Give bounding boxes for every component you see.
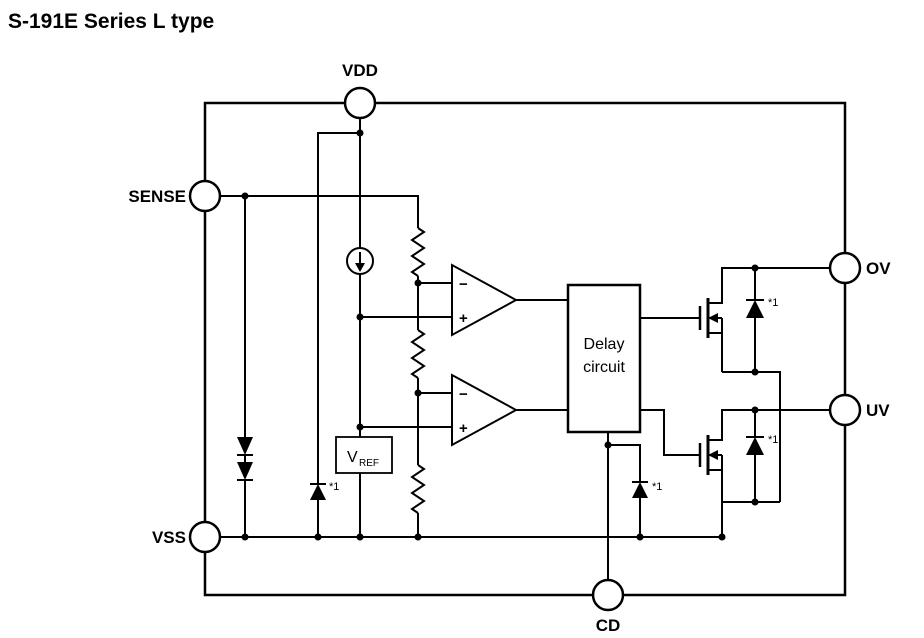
pin-vss-circle: [188, 520, 222, 554]
junction-dot: [314, 533, 322, 541]
junction-dot: [751, 264, 759, 272]
pin-vdd-circle: [343, 86, 377, 120]
pin-sense: SENSE: [128, 179, 222, 213]
resistor-top: [410, 227, 426, 277]
junction-dot: [414, 533, 422, 541]
body-diode-uv: *1: [746, 410, 778, 502]
junction-dot: [241, 533, 249, 541]
parasitic-note: *1: [329, 481, 339, 493]
diode-triangle: [310, 484, 326, 500]
vref-box: [335, 436, 393, 474]
junction-dot: [414, 389, 422, 397]
pin-uv-circle: [828, 393, 862, 427]
wire-ov-source-down: [722, 371, 781, 502]
pin-uv-label: UV: [866, 401, 890, 420]
parasitic-note: *1: [768, 297, 778, 309]
wire-cd-diode-branch: [608, 444, 641, 537]
diode-triangle: [746, 300, 764, 318]
pin-sense-circle: [188, 179, 222, 213]
junction-dot: [718, 533, 726, 541]
diode-triangle: [237, 437, 253, 455]
vref-block: V REF: [335, 436, 393, 474]
junction-dot: [241, 192, 249, 200]
delay-circuit-block: Delay circuit: [566, 283, 642, 434]
diode-triangle: [746, 437, 764, 455]
pin-sense-label: SENSE: [128, 187, 186, 206]
mosfet-body-arrow: [708, 313, 718, 323]
minus-sign: −: [459, 386, 468, 403]
plus-sign: +: [459, 310, 468, 327]
diode-vdd-vss-parasitic: *1: [310, 481, 339, 500]
wire-vdd-vss-diode-branch: [317, 132, 360, 537]
body-diode-ov: *1: [746, 268, 778, 372]
wire-ov: [708, 267, 830, 304]
junction-dot: [751, 368, 759, 376]
diode-sense-clamp-2: [237, 462, 253, 481]
comparator-uv: − +: [451, 373, 519, 447]
ic-outline: [203, 101, 847, 597]
mosfet-uv: [698, 435, 723, 502]
comparator-triangle: [451, 263, 519, 337]
pin-uv: UV: [828, 393, 890, 427]
pin-cd: CD: [591, 578, 625, 635]
diode-cd-vss-parasitic: *1: [632, 481, 662, 498]
minus-sign: −: [459, 276, 468, 293]
junction-dot: [356, 313, 364, 321]
vref-label-sub: REF: [359, 458, 379, 469]
resistor-bottom: [410, 464, 426, 514]
mosfet-body-source: [708, 317, 723, 372]
junction-dot: [414, 279, 422, 287]
junction-dots: [241, 129, 759, 541]
delay-label-line1: Delay: [584, 336, 625, 353]
junction-dot: [751, 498, 759, 506]
junction-dot: [356, 423, 364, 431]
junction-dot: [356, 129, 364, 137]
pin-ov-label: OV: [866, 259, 891, 278]
pin-ov-circle: [828, 251, 862, 285]
vref-label-main: V: [347, 449, 358, 466]
pin-cd-circle: [591, 578, 625, 612]
resistor-middle: [410, 329, 426, 379]
junction-dot: [356, 533, 364, 541]
junction-dot: [636, 533, 644, 541]
diode-triangle: [237, 462, 253, 480]
comparator-ov: − +: [451, 263, 519, 337]
junction-dot: [604, 441, 612, 449]
diode-sense-clamp-1: [237, 437, 253, 456]
resistor-ladder: [410, 227, 426, 514]
wires: [220, 118, 830, 580]
current-source: [346, 247, 374, 275]
diode-triangle: [632, 482, 648, 498]
parasitic-note: *1: [652, 481, 662, 493]
pin-ov: OV: [828, 251, 891, 285]
pin-cd-label: CD: [596, 616, 621, 635]
pin-vdd-label: VDD: [342, 61, 378, 80]
mosfet-body-arrow: [708, 450, 718, 460]
mosfet-body-source: [708, 454, 723, 502]
page-title: S-191E Series L type: [8, 10, 214, 33]
current-source-arrow-head: [355, 263, 365, 272]
pin-vss-label: VSS: [152, 528, 186, 547]
pin-vss: VSS: [152, 520, 222, 554]
wire-delay-out-uv: [640, 409, 700, 456]
delay-label-line2: circuit: [583, 359, 625, 376]
junction-dot: [751, 406, 759, 414]
pin-vdd: VDD: [342, 61, 378, 120]
plus-sign: +: [459, 420, 468, 437]
wire-uv: [708, 409, 830, 441]
wire-uv-source-down: [721, 501, 780, 537]
comparator-triangle: [451, 373, 519, 447]
delay-circuit-box: [566, 283, 642, 434]
mosfet-ov: [698, 298, 723, 372]
parasitic-note: *1: [768, 434, 778, 446]
wire-sense: [220, 195, 419, 228]
